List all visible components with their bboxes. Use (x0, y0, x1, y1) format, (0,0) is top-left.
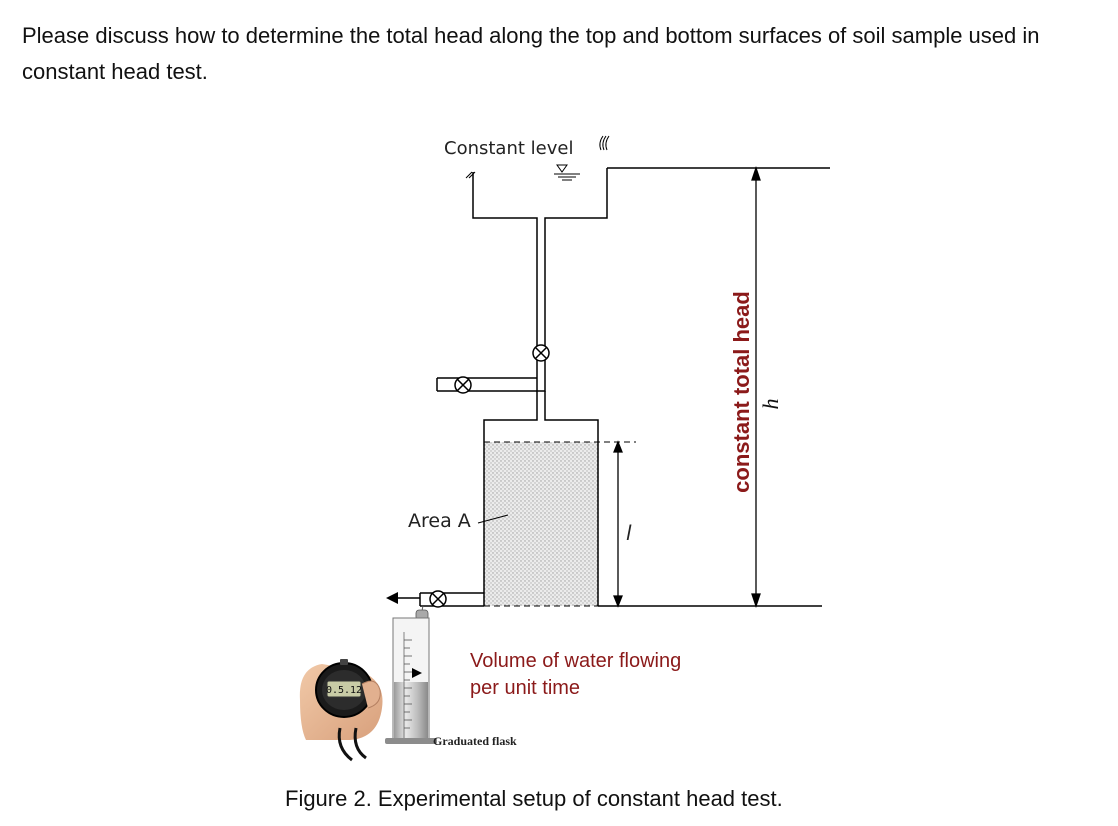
area-label: Area A (408, 510, 471, 532)
valve-icon-side (454, 376, 472, 394)
flask-label: Graduated flask (433, 734, 517, 748)
flow-label-line2: per unit time (470, 677, 580, 699)
side-pipe (436, 377, 537, 392)
outflow-arrow-icon (386, 592, 420, 604)
area-leader (477, 514, 509, 524)
soil-sample (484, 442, 598, 606)
valve-icon-vertical (532, 344, 550, 362)
water-level-icon (554, 164, 580, 181)
graduated-flask (385, 609, 437, 744)
length-symbol: l (626, 521, 632, 545)
stopwatch-display: 0.5.12 (326, 685, 362, 696)
sample-container (483, 391, 599, 606)
figure-caption: Figure 2. Experimental setup of constant… (285, 786, 783, 811)
head-dimension (751, 165, 761, 609)
question-text: Please discuss how to determine the tota… (22, 23, 1040, 84)
length-dimension (613, 440, 623, 608)
water-inflow-icon (465, 135, 610, 179)
head-symbol: h (758, 399, 783, 410)
constant-level-label: Constant level (444, 138, 573, 159)
flow-label-line1: Volume of water flowing (470, 650, 681, 672)
head-label: constant total head (729, 291, 754, 493)
valve-icon-outlet (429, 590, 447, 608)
head-reservoir (472, 168, 608, 392)
outlet-pipe (419, 592, 484, 607)
stopwatch-hand-image: 0.5.12 (299, 659, 383, 762)
